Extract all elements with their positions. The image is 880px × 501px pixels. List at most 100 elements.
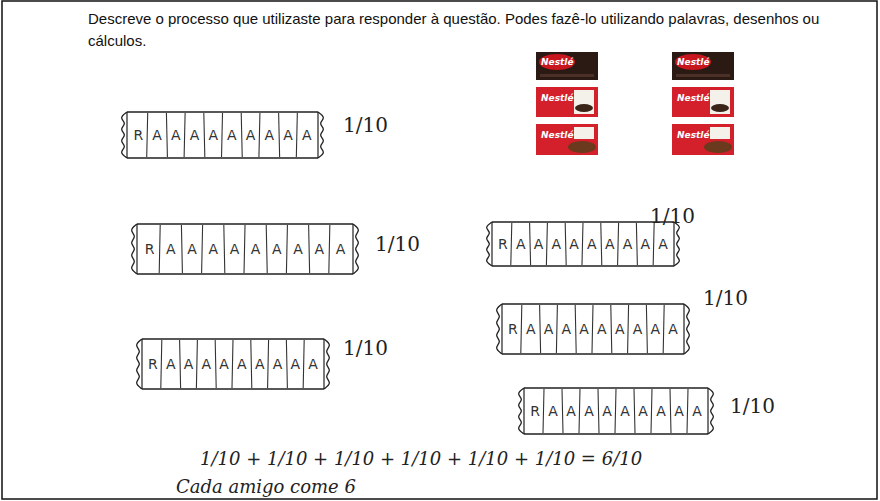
- bar-outline: [130, 337, 336, 391]
- piece-letter: A: [190, 127, 200, 143]
- piece-divider: [166, 113, 167, 157]
- piece-letter: A: [623, 236, 633, 252]
- bar-edge: [142, 339, 324, 389]
- piece-letter: A: [674, 403, 684, 419]
- piece-divider: [540, 305, 541, 353]
- bar-outline: [490, 302, 696, 356]
- bar-piece: A: [670, 386, 688, 436]
- piece-letter: A: [208, 127, 218, 143]
- bar-piece: A: [297, 110, 316, 160]
- piece-divider: [646, 305, 647, 353]
- piece-letter: A: [620, 403, 630, 419]
- piece-divider: [232, 340, 233, 388]
- piece-letter: R: [133, 127, 143, 143]
- piece-divider: [259, 113, 260, 157]
- piece-divider: [181, 225, 182, 273]
- bar-end: [674, 222, 679, 266]
- piece-letter: A: [566, 403, 576, 419]
- piece-letter: A: [548, 403, 558, 419]
- piece-divider: [159, 225, 160, 273]
- brand-logo: Nestlé: [541, 57, 573, 68]
- fraction-label: 1/10: [375, 232, 420, 256]
- piece-letter: A: [692, 403, 702, 419]
- piece-letter: A: [255, 356, 265, 372]
- bar-end: [684, 304, 689, 354]
- bar-end: [324, 339, 329, 389]
- bar-segments: RAAAAAAAAA: [129, 110, 316, 160]
- piece-divider: [562, 389, 563, 433]
- piece-divider: [196, 340, 197, 388]
- bar-piece: A: [619, 220, 637, 268]
- bar-piece: A: [233, 337, 251, 391]
- chocolate-bar: RAAAAAAAAA: [512, 386, 720, 436]
- piece-divider: [579, 389, 580, 433]
- bar-piece: A: [160, 222, 181, 276]
- brand-logo: Nestlé: [541, 130, 573, 141]
- piece-divider: [530, 223, 531, 265]
- bar-piece: A: [203, 222, 224, 276]
- piece-letter: R: [498, 236, 508, 252]
- bar-piece: A: [185, 110, 204, 160]
- chocolate-image: [711, 104, 729, 112]
- piece-divider: [575, 305, 576, 353]
- chocolate-bar: RAAAAAAAAA: [130, 337, 336, 391]
- piece-letter: R: [530, 403, 540, 419]
- piece-letter: A: [650, 321, 660, 337]
- bar-piece: R: [139, 222, 160, 276]
- bar-piece: A: [629, 302, 647, 356]
- bar-piece: A: [197, 337, 215, 391]
- piece-divider: [598, 389, 599, 433]
- bar-piece: R: [144, 337, 162, 391]
- bar-piece: A: [223, 110, 242, 160]
- piece-letter: A: [605, 236, 615, 252]
- piece-divider: [251, 340, 252, 388]
- piece-divider: [663, 305, 664, 353]
- piece-letter: A: [587, 236, 597, 252]
- chocolate-bar: RAAAAAAAAA: [490, 302, 696, 356]
- bar-segments: RAAAAAAAAA: [144, 337, 322, 391]
- piece-letter: A: [237, 356, 247, 372]
- piece-letter: A: [293, 241, 303, 257]
- piece-letter: A: [526, 321, 536, 337]
- fraction-label: 1/10: [703, 286, 748, 310]
- piece-divider: [511, 223, 512, 265]
- chocolate-image: [704, 141, 732, 153]
- bar-segments: RAAAAAAAAA: [504, 302, 682, 356]
- wrapper-panel: [710, 127, 730, 139]
- piece-divider: [556, 305, 557, 353]
- chocolate-image: [568, 141, 596, 153]
- piece-divider: [224, 225, 225, 273]
- piece-letter: A: [166, 356, 176, 372]
- bar-piece: A: [286, 337, 304, 391]
- piece-divider: [147, 113, 148, 157]
- brand-logo: Nestlé: [677, 57, 709, 68]
- bar-piece: A: [181, 222, 202, 276]
- piece-divider: [296, 113, 297, 157]
- piece-divider: [636, 223, 637, 265]
- bar-outline: [115, 110, 330, 160]
- brand-logo: Nestlé: [677, 93, 709, 104]
- piece-divider: [592, 305, 593, 353]
- piece-letter: A: [251, 241, 261, 257]
- bar-end: [137, 339, 142, 389]
- wrapper-photo: [672, 52, 734, 80]
- fraction-label: 1/10: [343, 336, 388, 360]
- wrapper-panel: [710, 90, 730, 114]
- bar-piece: A: [580, 386, 598, 436]
- piece-divider: [215, 340, 216, 388]
- piece-divider: [543, 389, 544, 433]
- piece-divider: [653, 223, 654, 265]
- wrapper-panel: [574, 90, 594, 114]
- bar-outline: [512, 386, 720, 436]
- piece-divider: [268, 340, 269, 388]
- bar-piece: A: [251, 337, 269, 391]
- bar-piece: A: [652, 386, 670, 436]
- wrapper-photo: [536, 87, 598, 117]
- fraction-label: 1/10: [650, 204, 695, 228]
- piece-letter: A: [308, 356, 318, 372]
- bar-piece: A: [557, 302, 575, 356]
- piece-letter: A: [171, 127, 181, 143]
- piece-letter: A: [544, 321, 554, 337]
- piece-letter: A: [638, 403, 648, 419]
